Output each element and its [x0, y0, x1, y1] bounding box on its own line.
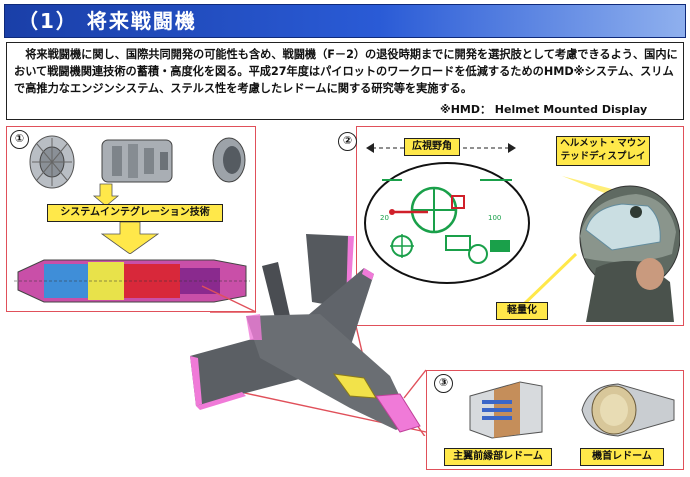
svg-text:20: 20 — [380, 214, 389, 222]
assembled-engine-illustration — [14, 259, 250, 303]
nose-radome-label: 機首レドーム — [580, 448, 664, 466]
header-bar — [4, 4, 686, 38]
engine-components-illustration — [29, 135, 246, 189]
panel-number-1: ① — [10, 130, 29, 149]
wing-radome-label: 主翼前縁部レドーム — [444, 448, 552, 466]
future-fighter-aircraft-illustration — [190, 234, 427, 436]
fan-component-icon — [29, 135, 75, 189]
panel-number-3: ③ — [434, 374, 453, 393]
pilot-helmet-illustration — [552, 172, 680, 322]
description-box — [6, 42, 684, 120]
svg-text:100: 100 — [488, 214, 501, 222]
nose-radome-illustration — [581, 383, 675, 437]
hmd-footnote: ※HMD： Helmet Mounted Display — [440, 103, 648, 116]
light-weight-label: 軽量化 — [496, 302, 548, 320]
wide-fov-label: 広視野角 — [404, 138, 460, 156]
integration-arrows — [92, 183, 160, 254]
core-component-icon — [101, 139, 173, 183]
panel-number-2: ② — [338, 132, 357, 151]
description-text: 将来戦闘機に関し、国際共同開発の可能性も含め、戦闘機（F－2）の退役時期までに開… — [14, 48, 678, 95]
engine-panel — [6, 126, 256, 312]
hmd-panel — [356, 126, 684, 326]
hmd-label: ヘルメット・マウンテッドディスプレイ — [556, 136, 650, 166]
radome-panel — [426, 370, 684, 470]
wing-leading-edge-radome-illustration — [469, 381, 543, 439]
page-title: （1） 将来戦闘機 — [18, 9, 197, 33]
light-weight-leader — [520, 252, 578, 308]
nozzle-component-icon — [212, 137, 246, 183]
system-integration-label: システムインテグレーション技術 — [47, 204, 223, 222]
hud-display-illustration: 100 20 — [364, 162, 530, 284]
fov-arrow — [366, 143, 516, 153]
